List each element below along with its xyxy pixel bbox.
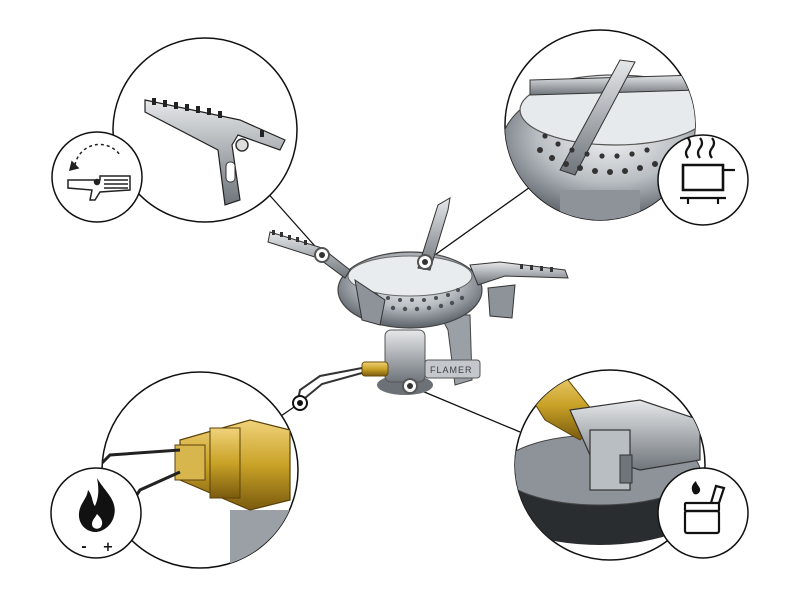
stove-main-image: FLAMER — [267, 197, 569, 411]
callout-marker-arm — [314, 247, 330, 263]
lighter-icon — [683, 481, 726, 535]
brand-engraving: FLAMER — [430, 365, 473, 375]
callout-marker-igniter — [402, 378, 418, 394]
flame-minus-label: - — [81, 540, 86, 555]
callout-piezo-igniter — [514, 369, 749, 561]
callout-burner-head — [504, 29, 749, 226]
flame-icon — [78, 478, 115, 532]
callout-pot-support-arm — [51, 37, 298, 223]
arm-closeup-image — [144, 98, 286, 206]
callout-flame-control: - + — [50, 371, 299, 569]
callout-marker-valve — [292, 395, 308, 411]
callout-marker-burner — [417, 254, 433, 270]
flame-plus-label: + — [103, 540, 114, 555]
cooking-pot-icon — [680, 137, 735, 204]
folding-arm-icon — [67, 143, 131, 201]
burner-closeup-image — [505, 59, 695, 220]
